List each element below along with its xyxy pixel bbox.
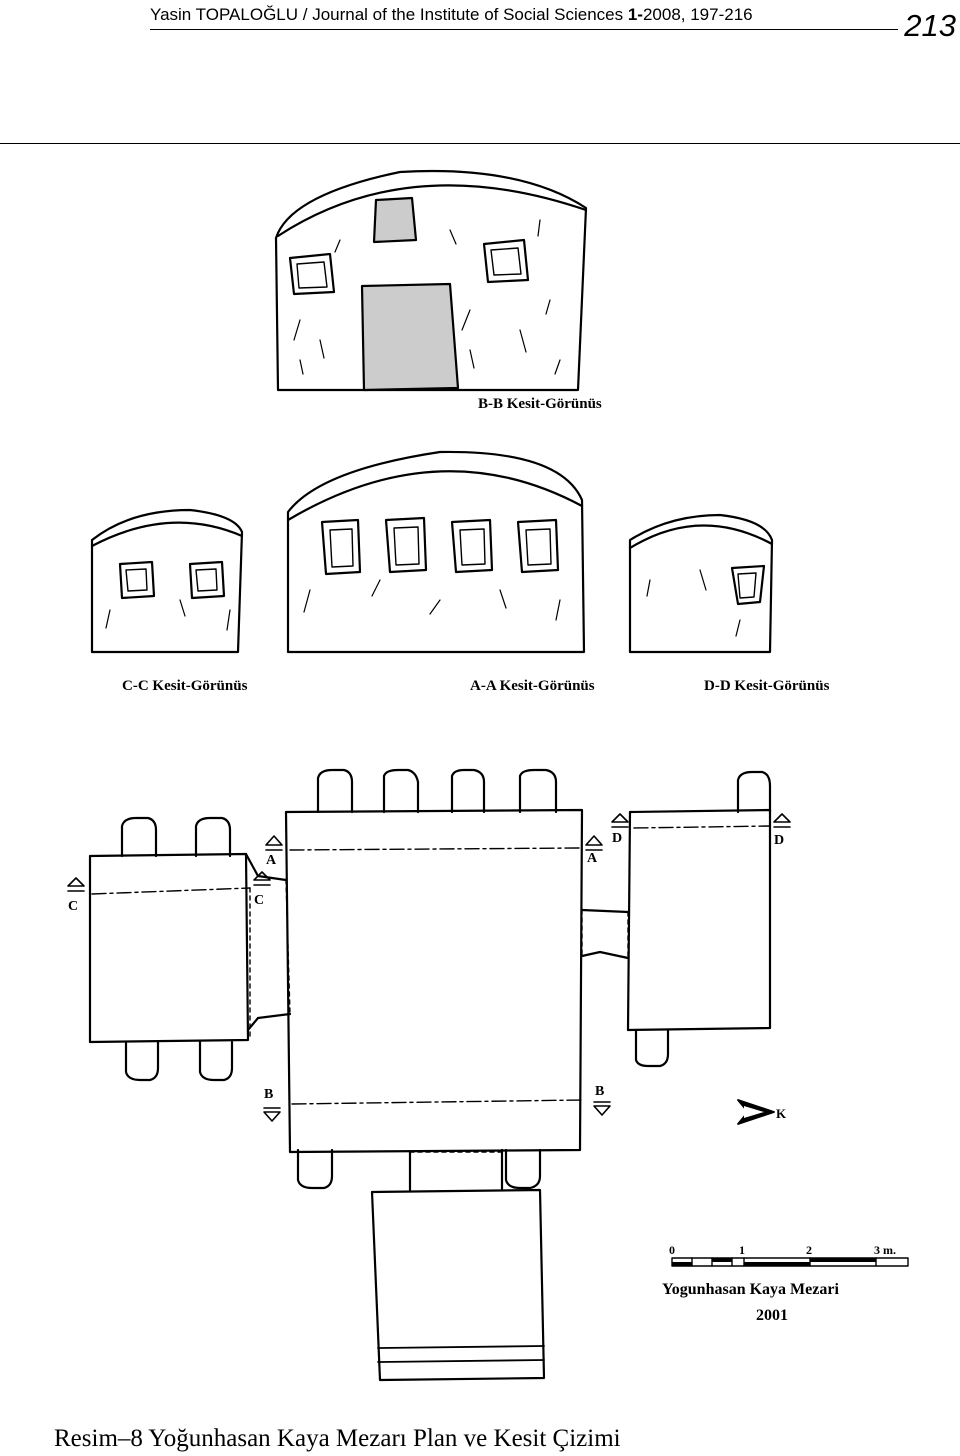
marker-a-left: A [266,853,277,868]
section-aa [286,450,586,654]
marker-d-right: D [774,833,784,848]
journal-name: / Journal of the Institute of Social Sci… [298,5,628,24]
running-head: Yasin TOPALOĞLU / Journal of the Institu… [150,5,753,25]
scale-bar [671,1257,909,1267]
marker-c-right: C [254,893,264,908]
section-label-cc: C-C Kesit-Görünüs [122,678,248,694]
marker-a-right: A [587,851,598,866]
section-label-aa: A-A Kesit-Görünüs [470,678,595,694]
scale-tick-3: 3 m. [874,1243,896,1257]
page-number: 213 [904,8,956,43]
page-header: Yasin TOPALOĞLU / Journal of the Institu… [0,0,960,60]
divider [0,143,960,144]
header-rule [150,29,898,30]
marker-c-left: C [68,899,78,914]
scale-tick-2: 2 [806,1243,812,1257]
marker-d-left: D [612,831,622,846]
drawing-year: 2001 [756,1307,788,1324]
section-bb [274,169,588,392]
drawing-title: Yogunhasan Kaya Mezari [662,1281,839,1298]
issue-number: 1- [627,5,643,24]
marker-b-right: B [595,1084,604,1099]
section-cc [90,508,244,654]
section-label-dd: D-D Kesit-Görünüs [704,678,830,694]
author: Yasin TOPALOĞLU [150,5,299,24]
tomb-drawing: B-B Kesit-Görünüs C-C Kesit-Görünüs A-A … [67,169,909,1382]
north-arrow-icon [737,1099,775,1125]
marker-b-left: B [264,1087,273,1102]
section-label-bb: B-B Kesit-Görünüs [478,396,602,412]
scale-tick-1: 1 [739,1243,745,1257]
issue-pages: 2008, 197-216 [642,5,753,24]
section-dd [628,513,774,654]
scale-tick-0: 0 [669,1243,675,1257]
figure-caption: Resim–8 Yoğunhasan Kaya Mezarı Plan ve K… [54,1425,621,1452]
north-label: K [776,1106,787,1121]
